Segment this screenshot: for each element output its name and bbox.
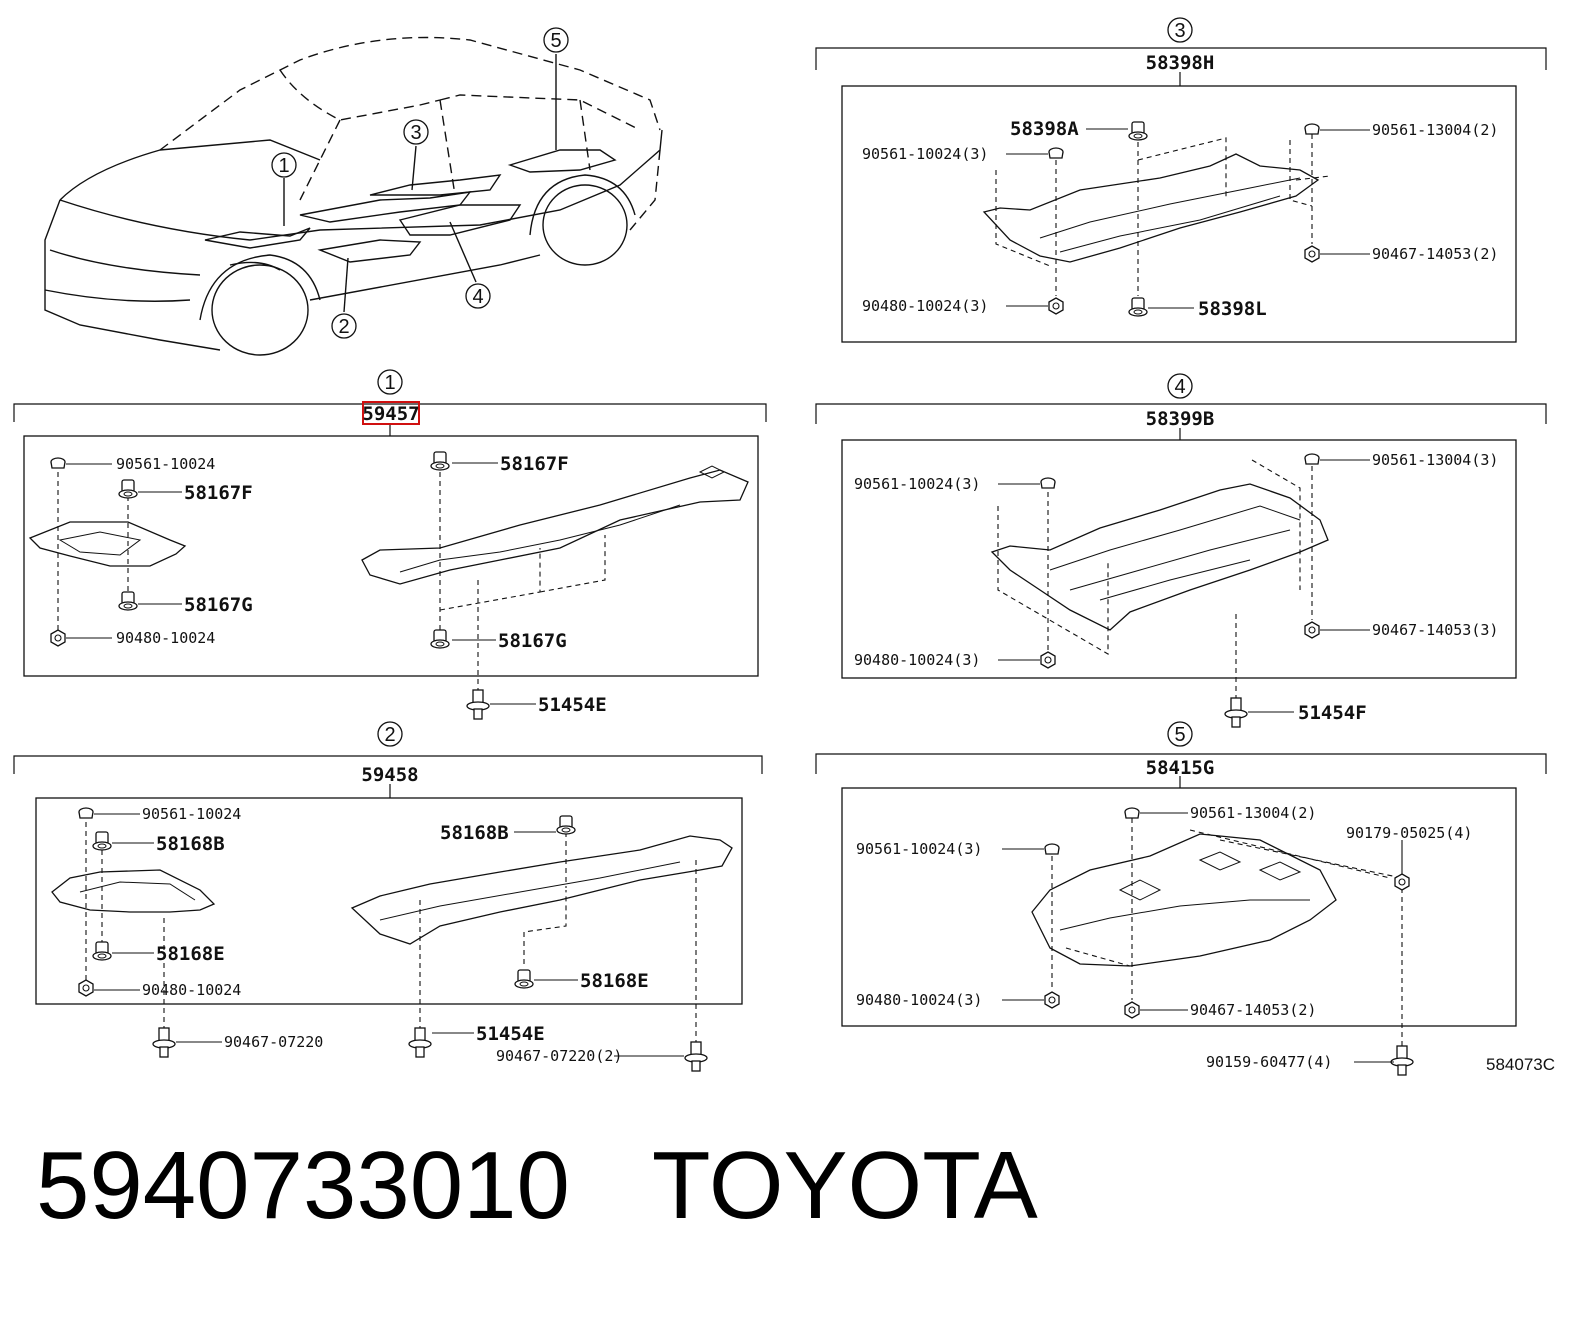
section-4-outside-label-1: 51454F: [1298, 702, 1367, 724]
section-5-label-2: 90561-10024(3): [856, 840, 982, 858]
section-1-assembly-label[interactable]: 59457: [362, 403, 419, 425]
section-3-label-5: 90480-10024(3): [862, 297, 988, 315]
section-3-label-4: 90467-14053(2): [1372, 245, 1498, 263]
section-5-label-3: 90179-05025(4): [1346, 824, 1472, 842]
section-1-outside-label-1: 51454E: [538, 694, 607, 716]
section-1: 1 59457: [13, 369, 767, 720]
overview-callouts: 1 2 3 4 5: [271, 27, 569, 339]
section-1-label-5: 58167F: [500, 453, 569, 475]
diagram-reference-code: 584073C: [1486, 1055, 1555, 1074]
section-5-assembly-label: 58415G: [1146, 757, 1215, 779]
section-5-number: 5: [1174, 724, 1185, 746]
section-3-label-2: 90561-10024(3): [862, 145, 988, 163]
section-2-outside-label-3: 90467-07220(2): [496, 1047, 622, 1065]
overview-car-illustration: [44, 36, 663, 356]
overview-callout-3: 3: [410, 122, 421, 144]
section-1-label-2: 58167F: [184, 482, 253, 504]
section-5-label-5: 90467-14053(2): [1190, 1001, 1316, 1019]
overview-callout-5: 5: [550, 30, 561, 52]
section-2-label-1: 90561-10024: [142, 805, 241, 823]
section-5-label-4: 90480-10024(3): [856, 991, 982, 1009]
section-5-label-1: 90561-13004(2): [1190, 804, 1316, 822]
section-2-label-2: 58168B: [156, 833, 225, 855]
section-2-label-5: 58168B: [440, 822, 509, 844]
section-2-label-6: 58168E: [580, 970, 649, 992]
section-2-assembly-label: 59458: [361, 764, 418, 786]
section-3-assembly-label: 58398H: [1146, 52, 1215, 74]
section-1-label-1: 90561-10024: [116, 455, 215, 473]
section-2-number: 2: [384, 724, 395, 746]
section-5: 5 58415G 90561-13004(2) 90561-1002: [815, 721, 1547, 1076]
highlight-box: [362, 401, 420, 425]
section-1-label-3: 58167G: [184, 594, 253, 616]
section-3-label-3: 90561-13004(2): [1372, 121, 1498, 139]
section-2-outside-label-2: 51454E: [476, 1023, 545, 1045]
section-4-label-2: 90561-13004(3): [1372, 451, 1498, 469]
overview-callout-4: 4: [472, 286, 483, 308]
section-3-number: 3: [1174, 20, 1185, 42]
section-4-label-4: 90480-10024(3): [854, 651, 980, 669]
footer-brand: TOYOTA: [651, 1132, 1038, 1239]
section-2-outside-label-1: 90467-07220: [224, 1033, 323, 1051]
section-2-label-3: 58168E: [156, 943, 225, 965]
footer-part-number: 5940733010: [36, 1132, 570, 1239]
section-4: 4 58399B 90561-10024(3) 90561-13004(3): [815, 373, 1547, 728]
section-4-number: 4: [1174, 376, 1185, 398]
section-2-label-4: 90480-10024: [142, 981, 241, 999]
overview-callout-1: 1: [278, 155, 289, 177]
overview-callout-2: 2: [338, 316, 349, 338]
section-5-outside-label-1: 90159-60477(4): [1206, 1053, 1332, 1071]
section-1-number: 1: [384, 372, 395, 394]
section-3: 3 58398H 58398A 90561-10024: [815, 17, 1547, 343]
section-4-label-3: 90467-14053(3): [1372, 621, 1498, 639]
section-4-label-1: 90561-10024(3): [854, 475, 980, 493]
section-2: 2 59458: [13, 721, 763, 1072]
section-3-label-6: 58398L: [1198, 298, 1267, 320]
section-1-label-6: 58167G: [498, 630, 567, 652]
section-1-label-4: 90480-10024: [116, 629, 215, 647]
section-4-assembly-label: 58399B: [1146, 408, 1215, 430]
section-3-label-1: 58398A: [1010, 118, 1079, 140]
